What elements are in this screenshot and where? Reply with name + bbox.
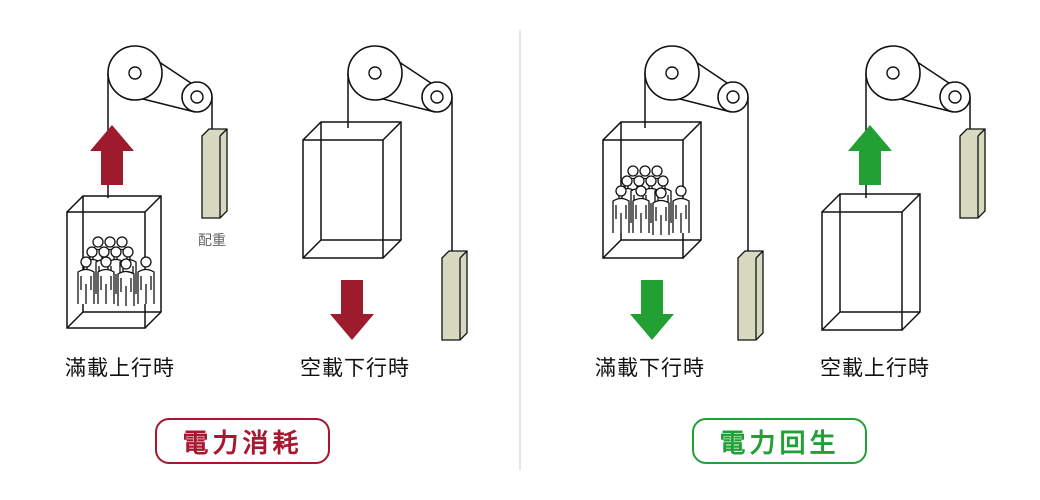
empty-down-arrow [330,280,374,340]
person-head [110,246,122,258]
person-head [621,175,633,187]
person-body [672,197,690,233]
person-front-1 [97,256,115,304]
person-body [137,268,155,304]
person-body [612,197,630,233]
person-head [633,175,645,187]
person-head [140,256,152,268]
caption-full-load-up: 滿載上行時 [65,356,175,380]
empty-down-counterweight [441,250,468,341]
person-head [639,165,651,177]
person-head [92,236,104,248]
power-consumption-badge: 電力消耗 [155,418,330,464]
person-front-0 [612,185,630,233]
full-load-up-lower-rope [138,97,196,113]
person-head [80,256,92,268]
counterweight-edge [977,128,986,137]
car-back-edge [821,194,841,331]
person-body [97,268,115,304]
counterweight-edge [219,128,228,137]
car-top-side [302,121,402,259]
counterweight-body [959,128,986,219]
person-front-3 [137,256,155,304]
car-edge [382,121,402,141]
full-load-up-arrow [90,125,134,185]
counterweight-edge [755,250,764,259]
caption-empty-down: 空載下行時 [300,356,410,380]
person-head [645,175,657,187]
full-load-down-lower-rope [675,97,732,113]
empty-down-main-pulley-hub [368,66,382,80]
car-edge [144,195,162,213]
person-head [615,185,627,197]
person-head [655,187,667,199]
empty-up-counterweight [959,128,986,219]
person-head [635,185,647,197]
car-front [821,211,903,331]
empty-down-idler-pulley-hub [430,90,444,104]
caption-empty-up: 空載上行時 [820,356,930,380]
person-head [98,246,110,258]
car-top-side [821,193,921,331]
person-body [632,197,650,233]
person-front-2 [117,258,135,306]
person-front-2 [652,187,670,235]
full-load-down-counterweight [737,250,764,341]
counterweight-edge [459,250,468,259]
person-front-0 [77,256,95,304]
person-head [675,185,687,197]
counterweight-body [441,250,468,341]
counterweight-label: 配重 [198,233,226,249]
full-load-up-passengers [77,236,155,306]
full-load-up-car [66,195,162,329]
counterweight-body [201,128,228,219]
person-head [627,165,639,177]
empty-up-idler-pulley-hub [948,90,962,104]
person-head [116,236,128,248]
empty-up-arrow [848,125,892,185]
full-load-up-counterweight [201,128,228,219]
car-front [302,139,384,259]
person-front-3 [672,185,690,233]
empty-down-car [302,121,402,259]
full-load-down-main-pulley-hub [665,66,679,80]
person-body [652,199,670,235]
car-edge [682,121,702,141]
full-load-down-passengers [612,165,690,235]
person-front-1 [632,185,650,233]
person-head [86,246,98,258]
person-head [104,236,116,248]
person-head [100,256,112,268]
empty-down-lower-rope [378,97,436,113]
full-load-down-arrow [630,280,674,340]
person-head [120,258,132,270]
person-body [77,268,95,304]
person-head [651,165,663,177]
person-head [122,246,134,258]
full-load-up-main-pulley-hub [128,66,142,80]
power-regeneration-badge: 電力回生 [692,418,867,464]
empty-up-main-pulley-hub [886,66,900,80]
full-load-down-idler-pulley-hub [726,90,740,104]
person-head [657,175,669,187]
counterweight-body [737,250,764,341]
car-back-edge [302,122,322,259]
car-edge [901,193,921,213]
person-body [117,270,135,306]
caption-full-load-down: 滿載下行時 [595,356,705,380]
full-load-up-idler-pulley-hub [190,90,204,104]
empty-up-lower-rope [896,97,954,113]
empty-up-car [821,193,921,331]
